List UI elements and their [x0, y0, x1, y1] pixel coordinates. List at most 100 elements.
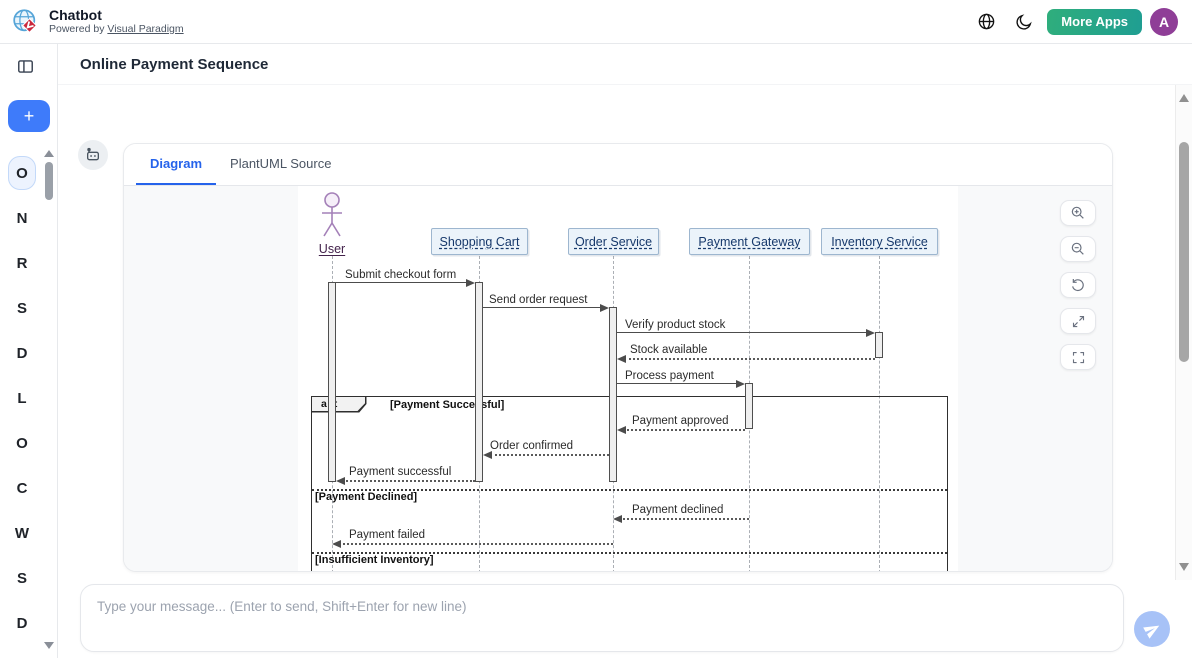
sidebar-item-3[interactable]: S — [16, 299, 27, 317]
robot-icon — [87, 147, 99, 161]
participant-box: Shopping Cart — [431, 228, 528, 255]
sidebar-scrollbar-thumb[interactable] — [45, 162, 53, 200]
chat-scroll-down-arrow[interactable] — [1179, 563, 1189, 571]
sidebar-item-7[interactable]: C — [16, 479, 28, 497]
sidebar-scroll-down-arrow[interactable] — [44, 642, 54, 649]
arrow-head — [617, 426, 626, 434]
sidebar-toggle-button[interactable] — [15, 57, 35, 77]
participant-label: Payment Gateway — [698, 234, 801, 249]
sequence-diagram: alt [Payment Successful] [Payment Declined… — [298, 186, 958, 571]
message-label: Stock available — [630, 344, 708, 356]
chat-scrollbar — [1175, 85, 1192, 580]
more-apps-button[interactable]: More Apps — [1047, 8, 1142, 35]
message-label: Payment approved — [632, 415, 729, 427]
activation-bar — [745, 383, 753, 429]
send-paper-plane-icon — [1142, 625, 1159, 639]
diagram-controls — [1060, 200, 1096, 370]
sidebar-scroll-up-arrow[interactable] — [44, 150, 54, 157]
fragment-condition: [Payment Declined] — [315, 491, 418, 503]
diagram-tabbar: Diagram PlantUML Source — [124, 144, 1112, 186]
message-label: Process payment — [625, 370, 714, 382]
main-area: Online Payment Sequence Diagram PlantUML … — [58, 44, 1192, 658]
participant-label: Inventory Service — [831, 234, 928, 249]
arrow-head — [613, 515, 622, 523]
activation-bar — [609, 307, 617, 482]
sidebar-item-0[interactable]: O — [8, 156, 36, 190]
globe-icon — [978, 13, 995, 30]
message-line — [624, 429, 745, 431]
fragment-operator-tab: alt — [310, 395, 367, 413]
app-header: Chatbot Powered by Visual Paradigm More … — [0, 0, 1192, 44]
bot-avatar — [78, 140, 108, 170]
message-line — [490, 454, 609, 456]
message-label: Payment successful — [349, 466, 452, 478]
participant-label: Shopping Cart — [439, 234, 520, 249]
tab-diagram[interactable]: Diagram — [136, 144, 217, 185]
message-line — [336, 282, 468, 283]
expand-button[interactable] — [1060, 308, 1096, 334]
chat-scroll-up-arrow[interactable] — [1179, 94, 1189, 102]
message-line — [624, 358, 875, 360]
tab-plantuml-source[interactable]: PlantUML Source — [230, 156, 332, 171]
sidebar-item-2[interactable]: R — [16, 254, 28, 272]
message-label: Submit checkout form — [345, 269, 457, 281]
sidebar-item-6[interactable]: O — [16, 434, 28, 452]
message-line — [617, 383, 738, 384]
sidebar-item-9[interactable]: S — [16, 569, 27, 587]
arrow-head — [617, 355, 626, 363]
chat-area: Diagram PlantUML Source alt [Payment Succe… — [58, 85, 1192, 580]
bot-message-card: Diagram PlantUML Source alt [Payment Succe… — [123, 143, 1113, 572]
arrow-head — [600, 304, 609, 312]
message-line — [620, 518, 749, 520]
send-button[interactable] — [1134, 611, 1170, 647]
fragment-divider — [312, 552, 947, 554]
zoom-out-button[interactable] — [1060, 236, 1096, 262]
alt-fragment: alt [Payment Successful] [Payment Declined… — [310, 395, 948, 571]
language-globe-button[interactable] — [971, 7, 1001, 37]
powered-by: Powered by Visual Paradigm — [49, 22, 184, 35]
fragment-operator-label: alt — [312, 397, 365, 411]
arrow-head — [336, 477, 345, 485]
sidebar-item-10[interactable]: D — [16, 614, 28, 632]
arrow-head — [866, 329, 875, 337]
message-label: Payment declined — [632, 504, 724, 516]
arrow-head — [332, 540, 341, 548]
zoom-in-button[interactable] — [1060, 200, 1096, 226]
visual-paradigm-link[interactable]: Visual Paradigm — [107, 22, 184, 35]
new-chat-button[interactable]: + — [8, 100, 50, 132]
sidebar: + O N R S D L O C W S D — [0, 44, 58, 658]
diagram-viewport: alt [Payment Successful] [Payment Declined… — [124, 186, 1112, 571]
app-title: Chatbot — [49, 6, 102, 23]
arrow-head — [483, 451, 492, 459]
fragment-divider — [312, 489, 947, 491]
sidebar-item-1[interactable]: N — [16, 209, 28, 227]
fragment-condition: [Insufficient Inventory] — [315, 554, 434, 566]
lifeline — [879, 256, 880, 571]
message-line — [483, 307, 602, 308]
participant-box: Payment Gateway — [689, 228, 810, 255]
participant-box: Inventory Service — [821, 228, 938, 255]
actor-figure — [322, 192, 342, 237]
participant-box: Order Service — [568, 228, 659, 255]
dark-mode-button[interactable] — [1009, 7, 1039, 37]
arrow-head — [736, 380, 745, 388]
conversation-list: O N R S D L O C W S D — [0, 156, 44, 651]
participant-label: Order Service — [574, 234, 653, 249]
reset-button[interactable] — [1060, 272, 1096, 298]
activation-bar — [475, 282, 483, 482]
chat-scrollbar-thumb[interactable] — [1179, 142, 1189, 362]
arrow-head — [466, 279, 475, 287]
sidebar-item-8[interactable]: W — [14, 524, 30, 542]
fragment-condition: [Payment Successful] — [390, 399, 505, 411]
conversation-header: Online Payment Sequence — [58, 44, 1192, 85]
panel-toggle-icon — [17, 60, 33, 73]
fullscreen-button[interactable] — [1060, 344, 1096, 370]
user-avatar[interactable]: A — [1150, 7, 1178, 36]
message-label: Payment failed — [349, 529, 426, 541]
message-input[interactable] — [80, 584, 1124, 652]
sidebar-item-4[interactable]: D — [16, 344, 28, 362]
message-label: Send order request — [489, 294, 588, 306]
sidebar-item-5[interactable]: L — [17, 389, 27, 407]
composer — [58, 580, 1192, 658]
moon-icon — [1016, 13, 1032, 30]
